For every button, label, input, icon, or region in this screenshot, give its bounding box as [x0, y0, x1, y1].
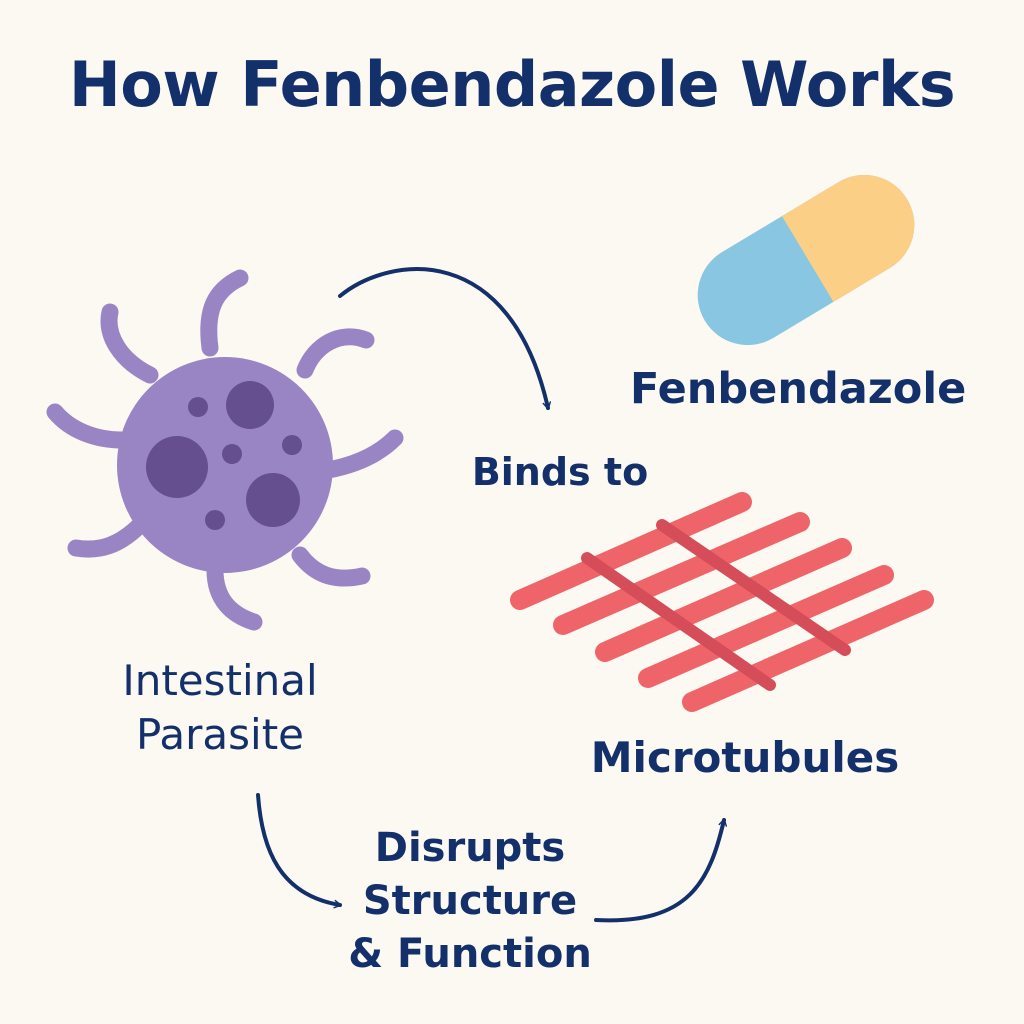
microtubules-label: Microtubules	[590, 733, 900, 782]
capsule-icon	[697, 174, 915, 346]
disrupts-label-line-1: Disrupts	[374, 825, 566, 871]
disrupts-label-line-3: & Function	[348, 931, 592, 977]
arrow-parasite-to-disruption	[256, 793, 342, 909]
arrow-parasite-to-microtubules	[338, 267, 552, 410]
parasite-icon	[46, 269, 404, 631]
disrupts-label-line-2: Structure	[362, 878, 578, 924]
disrupts-label: Disrupts Structure & Function	[330, 822, 610, 981]
diagram-title: How Fenbendazole Works	[68, 48, 956, 121]
arrow-disruption-to-microtubules	[594, 818, 727, 923]
microtubules-icon	[510, 492, 934, 712]
binds-to-label: Binds to	[471, 450, 649, 494]
parasite-label-line-1: Intestinal	[122, 656, 318, 705]
parasite-label-line-2: Parasite	[135, 710, 305, 759]
fenbendazole-label: Fenbendazole	[630, 364, 967, 414]
parasite-label: Intestinal Parasite	[70, 654, 370, 762]
